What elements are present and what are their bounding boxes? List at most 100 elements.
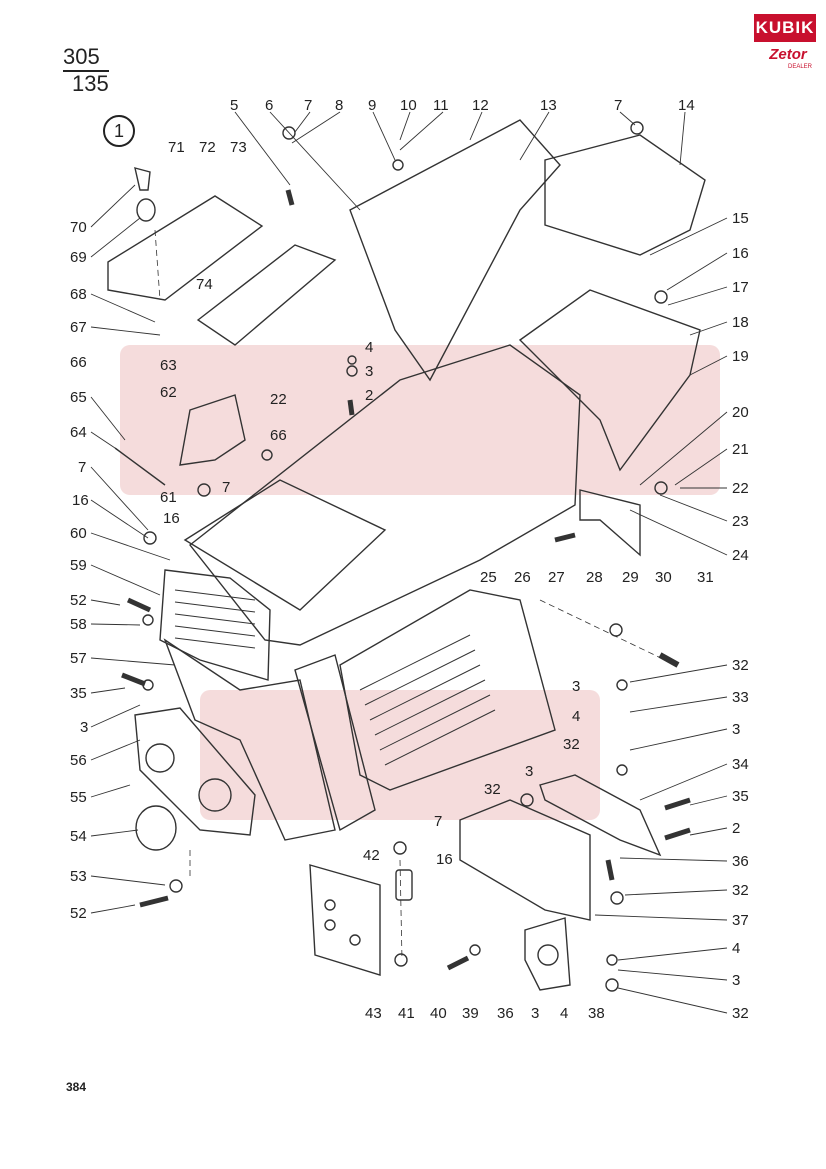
- logo-dealer-text: DEALER: [788, 64, 813, 70]
- callout-64: 67: [70, 319, 87, 336]
- plate-43: [309, 864, 381, 976]
- callout-15: 15: [732, 210, 749, 227]
- callout-56: 59: [70, 557, 87, 574]
- assembly-lines: [154, 229, 666, 961]
- callout-32d: 32: [484, 781, 501, 798]
- tank-cover: [544, 134, 706, 256]
- callout-60: 63: [160, 357, 177, 374]
- callout-33: 33: [732, 689, 749, 706]
- callout-34: 34: [732, 756, 749, 773]
- leader-lines: [90, 111, 728, 1014]
- callout-27: 27: [548, 569, 565, 586]
- figure-number: 305: [63, 44, 100, 69]
- callout-8: 8: [335, 97, 343, 114]
- callout-16b: 16: [436, 851, 453, 868]
- callout-57: 60: [70, 525, 87, 542]
- callout-7e: 7: [78, 459, 86, 476]
- callout-69: 72: [199, 139, 216, 156]
- gasket-ring: [135, 805, 177, 851]
- callout-19: 19: [732, 348, 749, 365]
- side-cover-slots: [359, 634, 496, 766]
- callout-3c: 3: [531, 1005, 539, 1022]
- plate-38: [524, 917, 571, 991]
- callout-3f: 3: [365, 363, 373, 380]
- callout-38: 38: [588, 1005, 605, 1022]
- callout-35: 35: [732, 788, 749, 805]
- callout-32: 32: [732, 657, 749, 674]
- upper-frame: [349, 119, 561, 382]
- callout-22b: 22: [270, 391, 287, 408]
- callout-22: 22: [732, 480, 749, 497]
- callout-6: 6: [265, 97, 273, 114]
- callout-16c: 16: [163, 510, 180, 527]
- callout-51: 54: [70, 828, 87, 845]
- kubik-zetor-logo: KUBIK Zetor DEALER: [754, 14, 816, 70]
- plate-34: [539, 774, 662, 857]
- callout-4c: 4: [572, 708, 580, 725]
- callout-9: 9: [368, 97, 376, 114]
- logo-kubik-text: KUBIK: [754, 14, 816, 42]
- callout-54: 57: [70, 650, 87, 667]
- callout-49: 52: [70, 592, 87, 609]
- callout-63: 66: [270, 427, 287, 444]
- figure-number-divider: [63, 70, 109, 72]
- callout-23: 23: [732, 513, 749, 530]
- callout-16: 16: [732, 245, 749, 262]
- fasteners: [121, 121, 691, 992]
- callout-67: 70: [70, 219, 87, 236]
- callout-32b: 32: [732, 882, 749, 899]
- sealing-strip: [196, 244, 337, 346]
- cover-plate: [107, 195, 264, 301]
- front-grille: [159, 569, 271, 681]
- callout-14: 14: [678, 97, 695, 114]
- callout-59: 62: [160, 384, 177, 401]
- callout-3g: 3: [80, 719, 88, 736]
- callout-30: 30: [655, 569, 672, 586]
- callout-12: 12: [472, 97, 489, 114]
- callout-70: 73: [230, 139, 247, 156]
- figure-subnumber: 135: [72, 71, 109, 96]
- bracket-59: [179, 394, 246, 466]
- callout-17: 17: [732, 279, 749, 296]
- callout-25: 25: [480, 569, 497, 586]
- callout-31: 31: [697, 569, 714, 586]
- latch-67: [134, 167, 151, 191]
- grille-slots: [174, 589, 256, 649]
- callout-3e: 3: [572, 678, 580, 695]
- callout-35b: 35: [70, 685, 87, 702]
- callout-52: 55: [70, 789, 87, 806]
- callout-7c: 7: [434, 813, 442, 830]
- rod-61: [114, 447, 166, 486]
- side-cover: [339, 589, 556, 791]
- bracket-24: [579, 489, 641, 557]
- mounting-plate: [459, 799, 591, 921]
- callout-71: 74: [196, 276, 213, 293]
- callout-62: 65: [70, 389, 87, 406]
- callout-3: 3: [732, 721, 740, 738]
- callout-49b: 52: [70, 905, 87, 922]
- callout-24: 24: [732, 547, 749, 564]
- callout-65: 68: [70, 286, 87, 303]
- callout-61: 64: [70, 424, 87, 441]
- main-hood: [189, 344, 581, 646]
- callout-50: 53: [70, 868, 87, 885]
- callout-32e: 32: [563, 736, 580, 753]
- callout-10: 10: [400, 97, 417, 114]
- callout-16d: 16: [72, 492, 89, 509]
- callout-18: 18: [732, 314, 749, 331]
- callout-66: 69: [70, 249, 87, 266]
- hood-frame: [183, 479, 387, 611]
- callout-43: 43: [365, 1005, 382, 1022]
- front-plate-hole-right: [198, 778, 232, 812]
- callout-32c: 32: [732, 1005, 749, 1022]
- callout-20: 20: [732, 404, 749, 421]
- callout-55: 58: [70, 616, 87, 633]
- front-plate: [134, 707, 256, 836]
- front-plate-hole-left: [145, 743, 175, 773]
- callout-53: 56: [70, 752, 87, 769]
- callout-4b: 4: [560, 1005, 568, 1022]
- callout-36b: 36: [497, 1005, 514, 1022]
- logo-zetor-text: Zetor: [769, 46, 807, 63]
